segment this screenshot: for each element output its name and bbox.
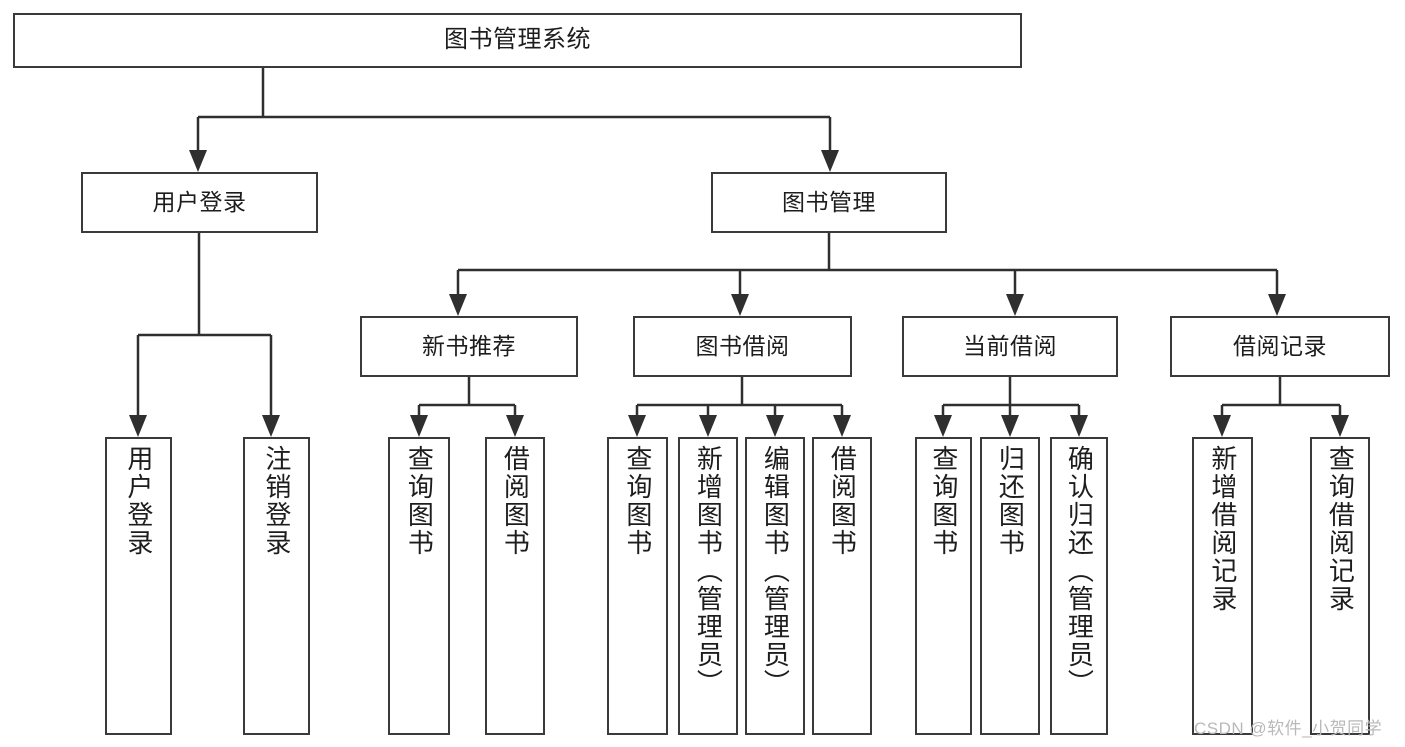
node-r-query[interactable]: 查询借阅记录 [1310, 437, 1370, 735]
node-c-query[interactable]: 查询图书 [915, 437, 972, 735]
node-label: 查询图书 [622, 445, 653, 557]
edge-borrow-arrow-2 [766, 415, 784, 437]
node-b-borrow[interactable]: 借阅图书 [812, 437, 872, 735]
edge-root-arrow-0 [189, 150, 207, 172]
edge-bookmgmt-arrow-3 [1268, 294, 1286, 316]
node-label: 借阅图书 [500, 445, 531, 557]
node-label: 用户登录 [152, 188, 247, 215]
node-label: 注销登录 [261, 445, 292, 557]
node-b-add[interactable]: 新增图书（管理员） [678, 437, 738, 735]
node-label: 新书推荐 [422, 332, 516, 359]
node-current[interactable]: 当前借阅 [902, 316, 1118, 377]
edge-bookmgmt-arrow-1 [731, 294, 749, 316]
node-newbook[interactable]: 新书推荐 [360, 316, 578, 377]
node-b-query[interactable]: 查询图书 [607, 437, 668, 735]
node-bookmgmt[interactable]: 图书管理 [711, 172, 947, 233]
node-l-login[interactable]: 用户登录 [105, 437, 172, 735]
node-c-confirm[interactable]: 确认归还（管理员） [1050, 437, 1108, 735]
node-label: 确认归还（管理员） [1064, 445, 1095, 697]
edge-current-arrow-0 [934, 415, 952, 437]
edge-records-arrow-0 [1213, 415, 1231, 437]
node-label: 查询借阅记录 [1325, 445, 1356, 613]
edge-borrow-arrow-3 [833, 415, 851, 437]
node-r-add[interactable]: 新增借阅记录 [1192, 437, 1253, 735]
edge-borrow-arrow-1 [699, 415, 717, 437]
edge-newbook-arrow-1 [506, 415, 524, 437]
edge-borrow-arrow-0 [628, 415, 646, 437]
node-label: 图书借阅 [695, 332, 790, 359]
edge-bookmgmt-arrow-0 [449, 294, 467, 316]
edge-records-arrow-1 [1331, 415, 1349, 437]
node-n-borrow[interactable]: 借阅图书 [485, 437, 545, 735]
node-label: 借阅记录 [1233, 332, 1327, 359]
edge-root-arrow-1 [821, 150, 839, 172]
node-label: 图书管理 [782, 188, 876, 215]
edge-current-arrow-1 [1001, 415, 1019, 437]
node-label: 新增图书（管理员） [693, 445, 724, 697]
edge-current-arrow-2 [1070, 415, 1088, 437]
node-c-return[interactable]: 归还图书 [980, 437, 1040, 735]
edge-login-arrow-1 [262, 415, 280, 437]
node-label: 当前借阅 [963, 332, 1057, 359]
node-n-query[interactable]: 查询图书 [388, 437, 450, 735]
node-label: 图书管理系统 [444, 26, 591, 54]
node-label: 用户登录 [123, 445, 154, 557]
node-b-edit[interactable]: 编辑图书（管理员） [745, 437, 805, 735]
node-label: 归还图书 [995, 445, 1026, 557]
node-label: 查询图书 [404, 445, 435, 557]
node-label: 编辑图书（管理员） [760, 445, 791, 697]
node-label: 查询图书 [928, 445, 959, 557]
edge-bookmgmt-arrow-2 [1006, 294, 1024, 316]
edge-login-arrow-0 [129, 415, 147, 437]
node-records[interactable]: 借阅记录 [1170, 316, 1390, 377]
node-label: 借阅图书 [827, 445, 858, 557]
node-label: 新增借阅记录 [1207, 445, 1238, 613]
node-root[interactable]: 图书管理系统 [13, 13, 1022, 68]
node-login[interactable]: 用户登录 [81, 172, 318, 233]
edge-newbook-arrow-0 [410, 415, 428, 437]
node-borrow[interactable]: 图书借阅 [633, 316, 852, 377]
node-l-logout[interactable]: 注销登录 [243, 437, 310, 735]
